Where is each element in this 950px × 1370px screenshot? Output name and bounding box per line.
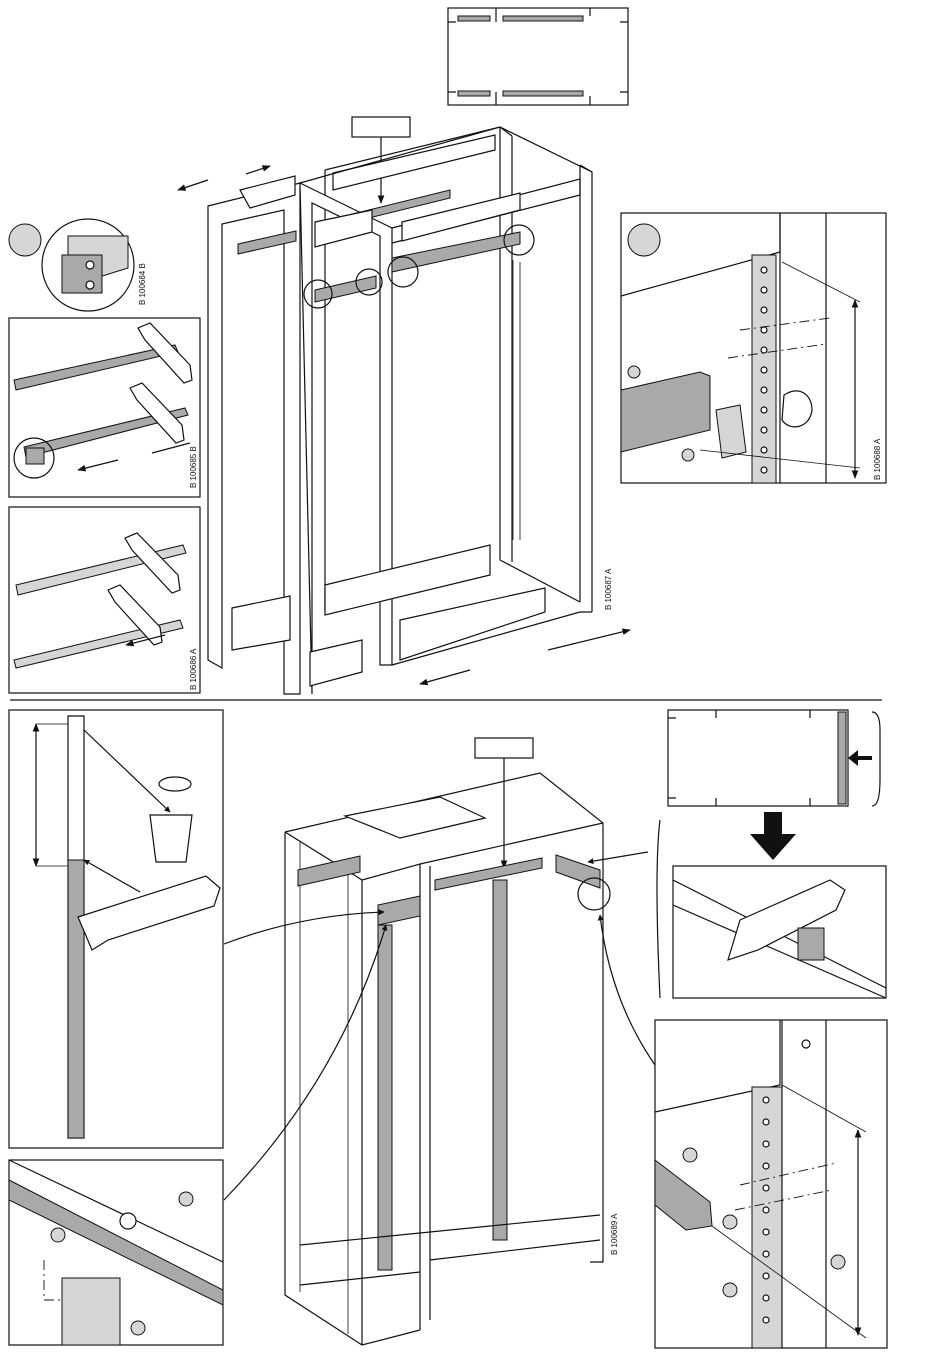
enclosure-plan-view (448, 8, 628, 105)
rail-left-bracket (378, 896, 420, 925)
panel-mounting-top: B 100688 A (621, 213, 886, 483)
rail-right (556, 855, 600, 888)
callout-label-box (475, 738, 533, 758)
ref-mounting-top: B 100688 A (873, 438, 882, 480)
rail-left (298, 856, 360, 886)
ref-detail-bracket: B 100684 B (138, 263, 147, 305)
detail-bracket-circle: B 100684 B (9, 219, 147, 311)
detail-marker-circle (628, 224, 660, 256)
rail-middle (435, 858, 542, 890)
frame-assembly-bottom: B 100689 A (224, 738, 655, 1345)
ref-frame-top: B 100687 A (604, 568, 613, 610)
detail-marker-circle (9, 224, 41, 256)
panel-plan-view-cut (657, 710, 886, 998)
ref-frame-bottom: B 100689 A (610, 1213, 619, 1255)
waste-bin (150, 815, 192, 862)
panel-rail-fixing (9, 1160, 223, 1345)
down-arrow (750, 812, 796, 860)
panel-rail-cut-top: B 100685 B (9, 318, 200, 497)
rail-top-mid (315, 276, 376, 302)
panel-upright-cut (9, 710, 223, 1148)
panel-rail-cut-bottom: B 100686 A (9, 507, 200, 693)
ref-rail-cut-bottom: B 100686 A (189, 648, 198, 690)
callout-label-box (352, 117, 410, 137)
panel-mounting-bottom (655, 1020, 887, 1348)
ref-rail-cut-top: B 100685 B (189, 446, 198, 488)
frame-assembly-top: B 100687 A (178, 117, 630, 694)
upright-middle (493, 880, 507, 1240)
upright-left (378, 925, 392, 1270)
